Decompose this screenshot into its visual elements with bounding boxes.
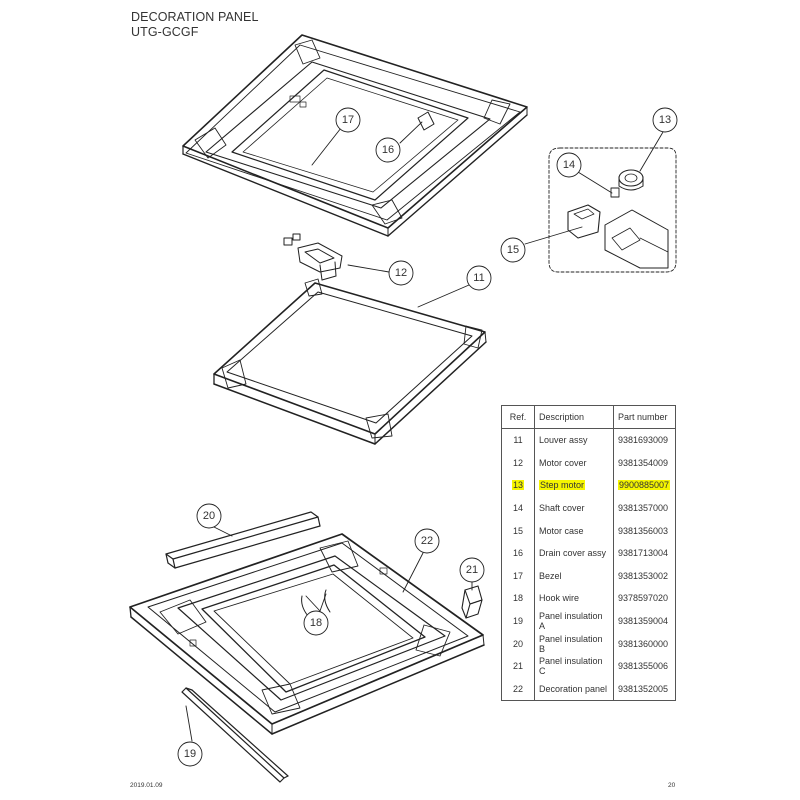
table-row: 20 Panel insulation B 9381360000 bbox=[501, 632, 676, 655]
row-ref: 18 bbox=[512, 593, 523, 604]
row-description: Panel insulation A bbox=[539, 611, 603, 632]
row-ref: 16 bbox=[512, 548, 523, 559]
callout-19: 19 bbox=[184, 748, 196, 760]
panel-insulation-c-drawing bbox=[461, 585, 483, 619]
callout-20: 20 bbox=[203, 510, 215, 522]
callout-15: 15 bbox=[507, 244, 519, 256]
callout-14: 14 bbox=[563, 159, 575, 171]
row-part-number: 9381353002 bbox=[618, 570, 669, 581]
table-row: 18 Hook wire 9378597020 bbox=[501, 587, 676, 610]
row-part-number: 9381693009 bbox=[618, 435, 669, 446]
page-title: DECORATION PANEL UTG-GCGF bbox=[131, 10, 259, 40]
row-part-number: 9381357000 bbox=[618, 503, 669, 514]
header-ref: Ref. bbox=[501, 405, 535, 429]
decoration-panel-drawing bbox=[129, 533, 485, 735]
footer-page-number: 20 bbox=[668, 782, 676, 789]
row-part-number: 9381352005 bbox=[618, 683, 669, 694]
row-description: Motor cover bbox=[539, 457, 587, 468]
parts-table-header: Ref. Description Part number bbox=[501, 405, 676, 429]
row-description: Bezel bbox=[539, 570, 562, 581]
row-description: Drain cover assy bbox=[539, 548, 607, 559]
title-line-2: UTG-GCGF bbox=[131, 25, 199, 39]
callout-circles bbox=[177, 107, 678, 767]
row-ref: 20 bbox=[512, 638, 523, 649]
table-row: 14 Shaft cover 9381357000 bbox=[501, 496, 676, 520]
row-part-number: 9381354009 bbox=[618, 457, 669, 468]
table-row: 12 Motor cover 9381354009 bbox=[501, 451, 676, 475]
table-row-highlighted: 13 Step motor 9900885007 bbox=[501, 474, 676, 497]
row-ref: 19 bbox=[512, 616, 523, 627]
row-part-number: 9381360000 bbox=[618, 638, 669, 649]
row-description: Hook wire bbox=[539, 593, 580, 604]
footer-date: 2019.01.09 bbox=[130, 782, 163, 789]
row-ref: 22 bbox=[512, 683, 523, 694]
table-row: 11 Louver assy 9381693009 bbox=[501, 428, 676, 452]
row-ref: 15 bbox=[512, 525, 523, 536]
row-description: Step motor bbox=[539, 480, 586, 491]
row-ref: 21 bbox=[512, 661, 523, 672]
leader-lines bbox=[185, 121, 664, 742]
row-part-number: 9378597020 bbox=[618, 593, 669, 604]
panel-insulation-a-drawing bbox=[181, 687, 289, 783]
header-part-number: Part number bbox=[613, 405, 676, 429]
callout-21: 21 bbox=[466, 564, 478, 576]
title-line-1: DECORATION PANEL bbox=[131, 10, 259, 24]
row-part-number: 9381356003 bbox=[618, 525, 669, 536]
row-description: Panel insulation C bbox=[539, 656, 603, 677]
table-row: 17 Bezel 9381353002 bbox=[501, 564, 676, 588]
callout-22: 22 bbox=[421, 535, 433, 547]
step-motor-detail bbox=[548, 147, 677, 273]
table-row: 16 Drain cover assy 9381713004 bbox=[501, 541, 676, 565]
row-ref: 12 bbox=[512, 457, 523, 468]
callout-17: 17 bbox=[342, 114, 354, 126]
row-ref: 17 bbox=[512, 570, 523, 581]
callout-18: 18 bbox=[310, 617, 322, 629]
callout-12: 12 bbox=[395, 267, 407, 279]
row-part-number: 9381713004 bbox=[618, 548, 669, 559]
header-description: Description bbox=[534, 405, 614, 429]
row-ref: 14 bbox=[512, 503, 523, 514]
row-description: Shaft cover bbox=[539, 503, 585, 514]
row-description: Louver assy bbox=[539, 435, 588, 446]
row-description: Motor case bbox=[539, 525, 584, 536]
row-description: Decoration panel bbox=[539, 683, 608, 694]
parts-table-body: 11 Louver assy 9381693009 12 Motor cover 938… bbox=[501, 428, 676, 701]
parts-table: Ref. Description Part number 11 Louver as… bbox=[501, 405, 676, 702]
row-ref: 11 bbox=[513, 435, 523, 446]
table-row: 22 Decoration panel 9381352005 bbox=[501, 677, 676, 701]
callout-16: 16 bbox=[382, 144, 394, 156]
bezel-drawing bbox=[182, 34, 528, 237]
table-row: 19 Panel insulation A 9381359004 bbox=[501, 609, 676, 633]
panel-insulation-b-drawing bbox=[165, 511, 321, 569]
callout-13: 13 bbox=[659, 114, 671, 126]
motor-cover-drawing bbox=[283, 233, 343, 281]
row-part-number: 9381359004 bbox=[618, 616, 669, 627]
row-description: Panel insulation B bbox=[539, 633, 603, 654]
row-part-number: 9900885007 bbox=[618, 480, 671, 491]
table-row: 15 Motor case 9381356003 bbox=[501, 519, 676, 542]
row-part-number: 9381355006 bbox=[618, 661, 669, 672]
callout-11: 11 bbox=[473, 272, 484, 284]
louver-assy-drawing bbox=[213, 278, 487, 445]
row-ref: 13 bbox=[511, 480, 524, 491]
table-row: 21 Panel insulation C 9381355006 bbox=[501, 654, 676, 678]
